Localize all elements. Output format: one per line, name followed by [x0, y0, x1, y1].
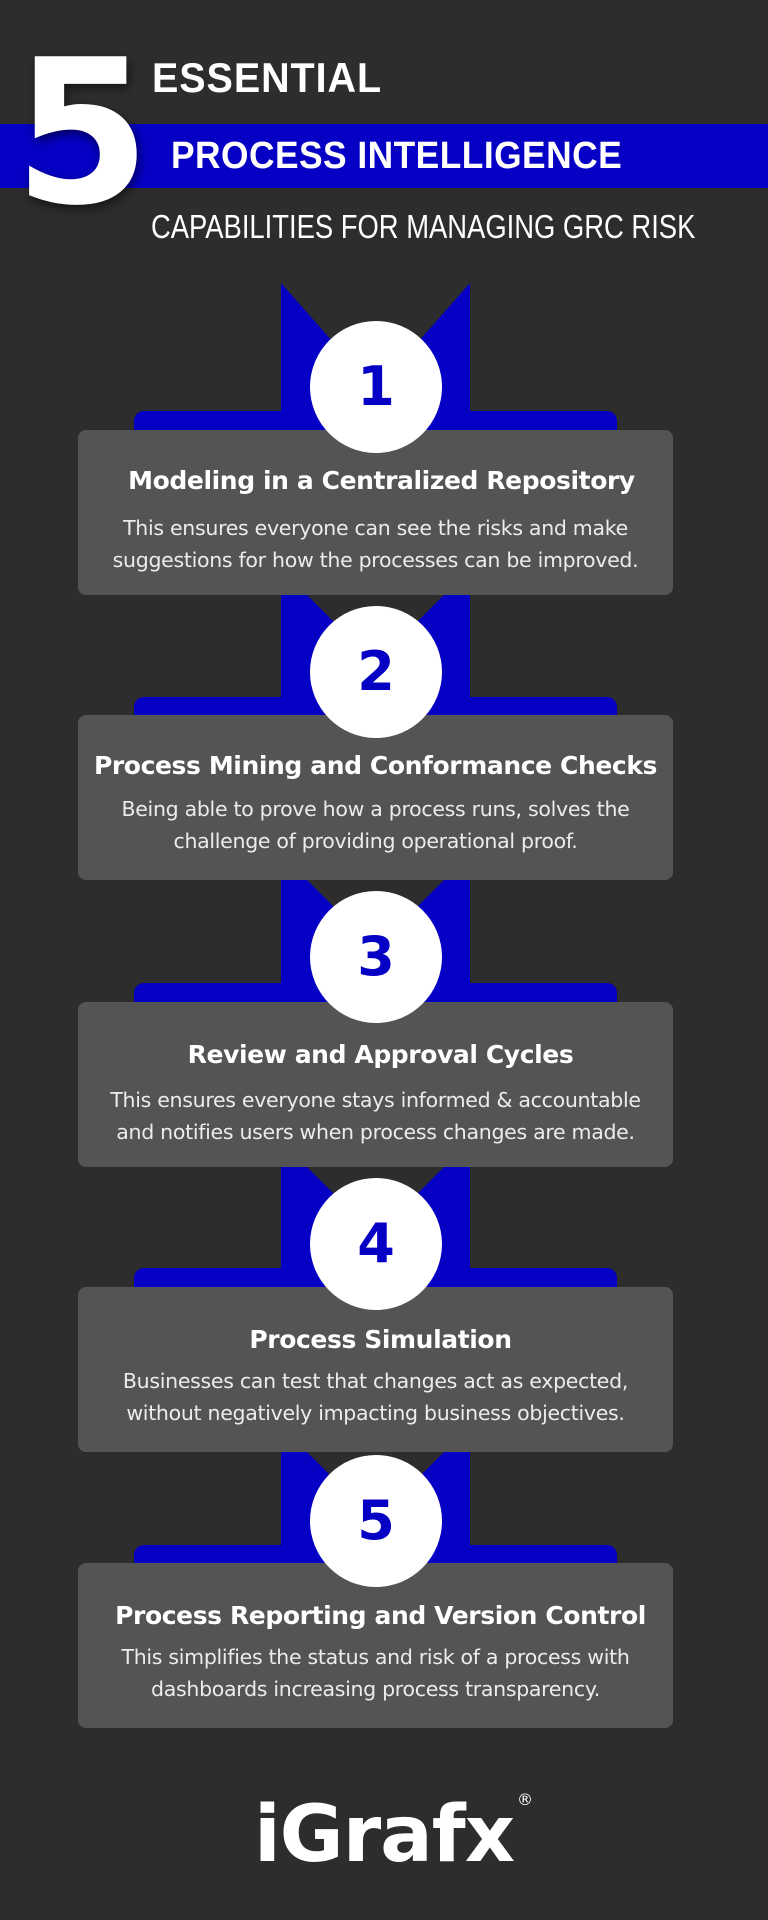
- step-title: Process Simulation: [249, 1325, 512, 1354]
- logo-text: iGrafx: [253, 1790, 515, 1880]
- step-number: 4: [357, 1212, 395, 1275]
- step-number: 1: [357, 355, 395, 418]
- step-number: 2: [357, 640, 395, 703]
- step-title: Review and Approval Cycles: [187, 1040, 574, 1069]
- header-blue-band: [0, 124, 768, 188]
- step-card: Process Reporting and Version Control Th…: [78, 1563, 673, 1728]
- step-title: Modeling in a Centralized Repository: [128, 466, 635, 495]
- registered-trademark-icon: ®: [517, 1790, 533, 1809]
- step-description: Being able to prove how a process runs, …: [121, 797, 630, 853]
- step-number: 5: [357, 1489, 395, 1552]
- header-title-line1: ESSENTIAL: [152, 54, 383, 101]
- step-card: Process Mining and Conformance Checks Be…: [78, 715, 673, 880]
- step-title: Process Reporting and Version Control: [115, 1601, 646, 1630]
- step-number-badge: 2: [310, 606, 442, 738]
- step-number-badge: 1: [310, 321, 442, 453]
- step-number-badge: 5: [310, 1455, 442, 1587]
- header-big-number: 5: [14, 17, 150, 250]
- step-card: Modeling in a Centralized Repository Thi…: [78, 430, 673, 595]
- brand-logo: iGrafx ®: [0, 1790, 768, 1880]
- step-title: Process Mining and Conformance Checks: [93, 751, 658, 780]
- step-description: This simplifies the status and risk of a…: [121, 1645, 630, 1701]
- step-card: Process Simulation Businesses can test t…: [78, 1287, 673, 1452]
- step-number-badge: 4: [310, 1178, 442, 1310]
- step-description: Businesses can test that changes act as …: [122, 1369, 629, 1425]
- step-number-badge: 3: [310, 891, 442, 1023]
- logo-wordmark: iGrafx ®: [253, 1790, 533, 1880]
- step-card: Review and Approval Cycles This ensures …: [78, 1002, 673, 1167]
- step-number: 3: [357, 925, 395, 988]
- step-description: This ensures everyone can see the risks …: [112, 516, 639, 572]
- header-subtitle: CAPABILITIES FOR MANAGING GRC RISK: [151, 208, 696, 245]
- step-description: This ensures everyone stays informed & a…: [110, 1088, 641, 1144]
- header-title-line2: PROCESS INTELLIGENCE: [171, 135, 623, 177]
